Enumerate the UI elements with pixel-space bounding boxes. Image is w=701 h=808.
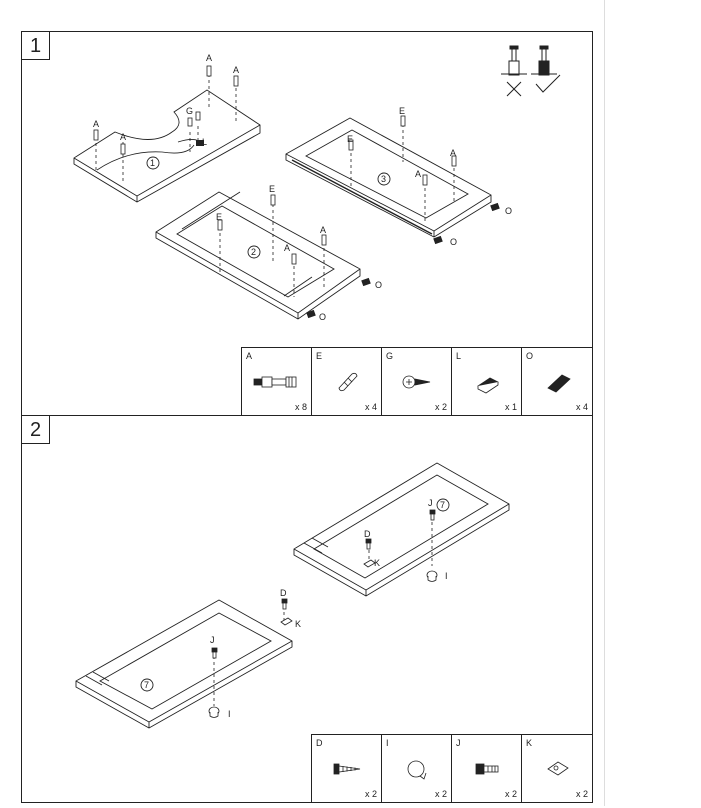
part-letter: O	[526, 351, 534, 361]
part-d-cell: D x 2	[312, 735, 382, 802]
door-lower-badge	[140, 678, 154, 692]
screw-icon	[402, 375, 431, 389]
part-letter: E	[316, 351, 323, 361]
page-frame	[604, 0, 605, 806]
part-i-cell: I x 2	[382, 735, 452, 802]
panel-1-number: 1	[150, 158, 155, 168]
step-1-parts-table: A x 8 E x 4 G	[241, 347, 592, 415]
door-upper	[293, 462, 510, 597]
check-mark-icon	[531, 45, 561, 93]
callout-o-1: O	[505, 206, 512, 216]
step-1-number: 1	[22, 32, 50, 60]
insertion-lines	[95, 74, 455, 297]
clip-l-marker	[196, 140, 204, 146]
part-letter: A	[246, 351, 253, 361]
panel-2-number-badge	[247, 245, 261, 259]
wood-screw-icon	[333, 763, 361, 775]
step-1-drawing: A A A A G L E E A A E E A A 1 2 3 O O O …	[73, 45, 561, 322]
door-upper-number: 7	[440, 500, 445, 510]
d-screws	[281, 538, 372, 610]
part-letter: G	[386, 351, 394, 361]
callout-a-8: A	[415, 169, 421, 179]
callout-a-6: A	[284, 243, 290, 253]
part-e-cell: E x 4	[312, 348, 382, 415]
callout-j-1: J	[428, 498, 433, 508]
part-qty: x 2	[504, 789, 517, 799]
k-plates	[280, 559, 376, 626]
callout-e-2: E	[216, 212, 222, 222]
part-qty: x 4	[575, 402, 588, 412]
door-upper-badge	[436, 498, 450, 512]
part-qty: x 2	[434, 789, 447, 799]
part-letter: K	[526, 738, 533, 748]
door-lower-number: 7	[144, 680, 149, 690]
callout-i-2: I	[228, 709, 231, 719]
cable-clip-icon	[477, 377, 499, 394]
panel-3-number-badge	[377, 172, 391, 186]
part-j-cell: J x 2	[452, 735, 522, 802]
i-knobs	[208, 570, 438, 718]
part-letter: L	[456, 351, 462, 361]
part-a-cell: A x 8	[242, 348, 312, 415]
machine-screw-icon	[475, 763, 499, 775]
j-screws	[211, 509, 436, 659]
callout-k-2: K	[295, 619, 301, 629]
callout-a-2: A	[120, 132, 126, 142]
callout-i-1: I	[445, 571, 448, 581]
callout-o-2: O	[450, 237, 457, 247]
part-l-cell: L x 1	[452, 348, 522, 415]
knob-icon	[407, 760, 427, 780]
part-letter: I	[386, 738, 389, 748]
part-qty: x 1	[504, 402, 517, 412]
callout-e-4: E	[347, 134, 353, 144]
callout-g: G	[186, 106, 193, 116]
panel-1-board	[73, 89, 261, 203]
cable-line	[96, 144, 195, 171]
callout-l: L	[202, 137, 207, 147]
panel-1-number-badge	[146, 156, 160, 170]
part-k-cell: K x 2	[522, 735, 592, 802]
felt-pads-group	[306, 202, 500, 319]
door-lower	[75, 599, 293, 729]
callout-o-4: O	[319, 312, 326, 322]
callout-a-7: A	[450, 148, 456, 158]
pins-group	[93, 65, 457, 265]
step-2-panel: 7 7	[21, 415, 593, 803]
callout-d-2: D	[280, 588, 287, 598]
callout-k-1: K	[374, 558, 380, 568]
part-letter: D	[316, 738, 323, 748]
callout-e-3: E	[399, 106, 405, 116]
callout-a-4: A	[233, 65, 239, 75]
stop-plate-icon	[547, 761, 569, 776]
step-1-panel: A A A A G L E E A A E E A A 1 2 3 O O O …	[21, 31, 593, 416]
part-qty: x 4	[364, 402, 377, 412]
callout-o-3: O	[375, 280, 382, 290]
part-letter: J	[456, 738, 461, 748]
callout-a-5: A	[320, 225, 326, 235]
callout-d-1: D	[364, 529, 371, 539]
callout-j-2: J	[210, 635, 215, 645]
step-2-number: 2	[22, 416, 50, 444]
part-o-cell: O x 4	[522, 348, 592, 415]
panel-2-number: 2	[251, 247, 256, 257]
part-qty: x 2	[575, 789, 588, 799]
cross-mark-icon	[501, 45, 527, 97]
panel-3-number: 3	[381, 174, 386, 184]
step-2-drawing: 7 7	[75, 462, 510, 729]
part-qty: x 2	[434, 402, 447, 412]
part-qty: x 2	[364, 789, 377, 799]
part-qty: x 8	[294, 402, 307, 412]
callout-a-3: A	[206, 53, 212, 63]
callout-a-1: A	[93, 119, 99, 129]
felt-pad-icon	[547, 374, 571, 393]
cam-bolt-icon	[253, 376, 297, 388]
wooden-dowel-icon	[338, 372, 358, 392]
part-g-cell: G x 2	[382, 348, 452, 415]
callout-e-1: E	[269, 184, 275, 194]
step-2-parts-table: D x 2 I x 2 J	[311, 734, 592, 802]
